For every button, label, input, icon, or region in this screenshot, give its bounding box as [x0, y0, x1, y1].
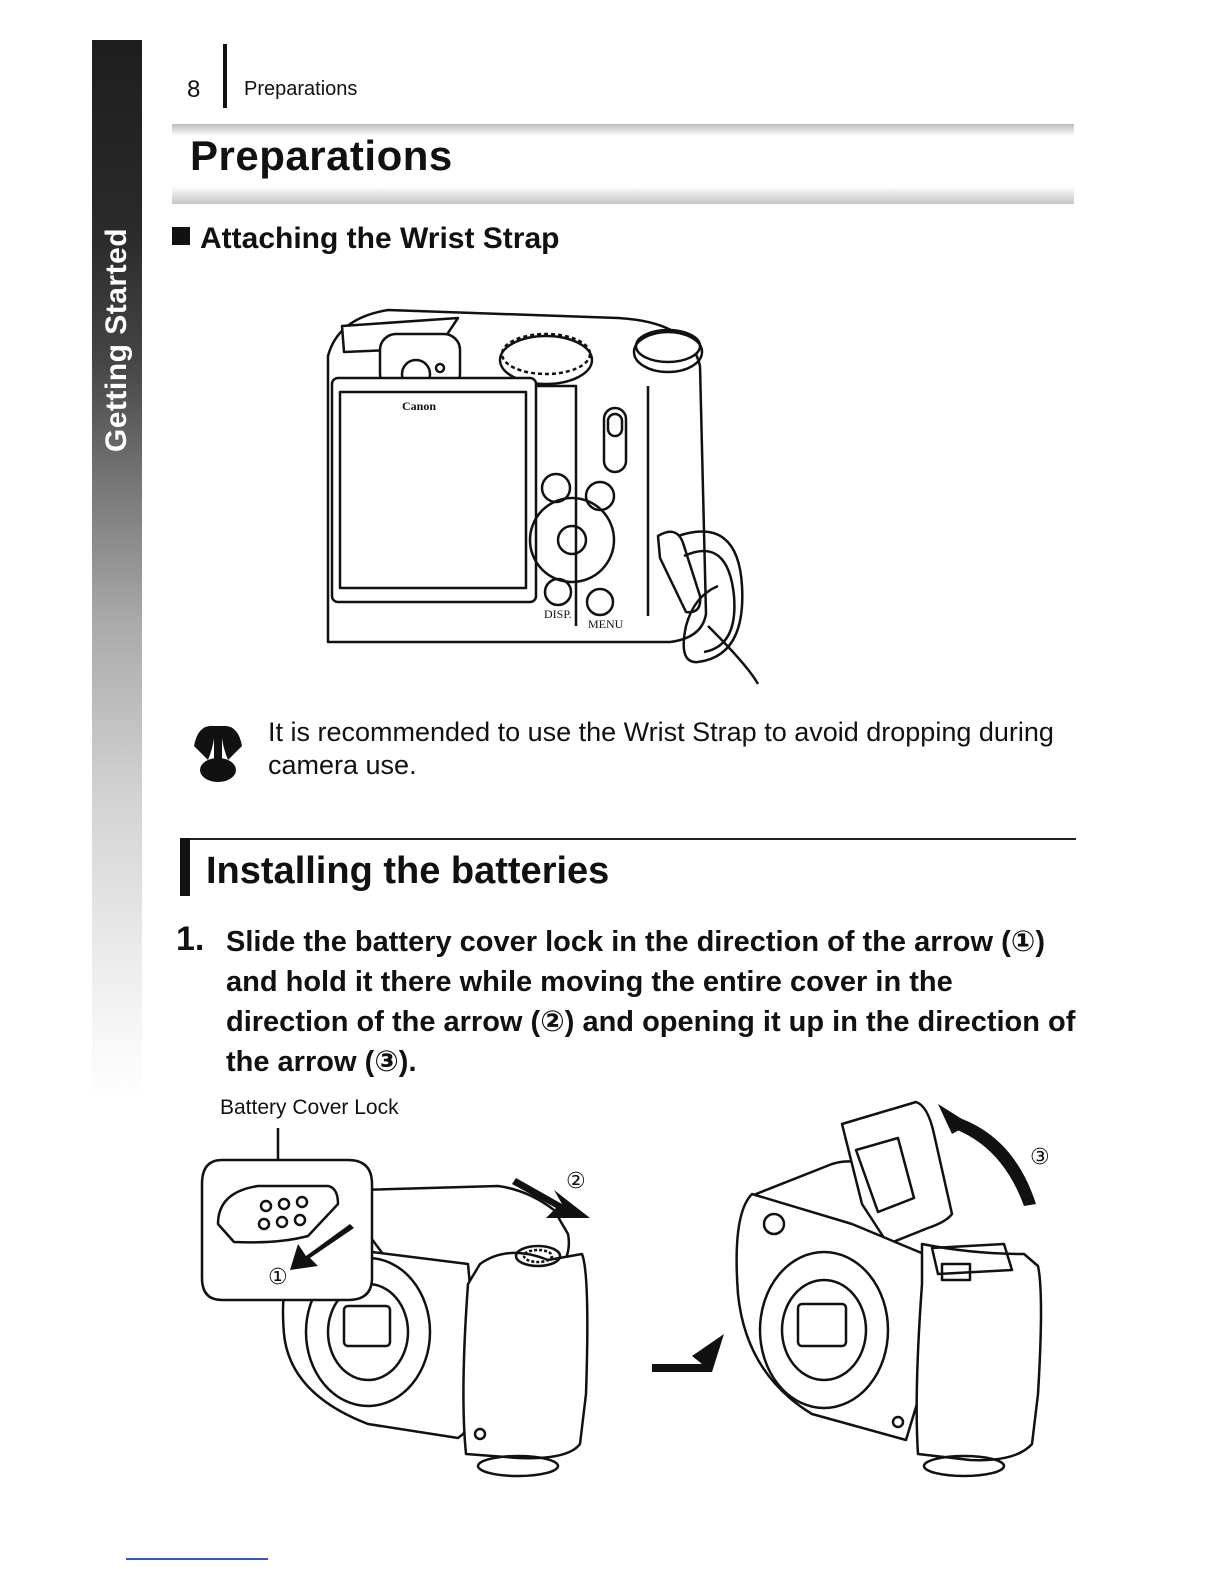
- disp-label: DISP.: [544, 607, 572, 621]
- caution-text: It is recommended to use the Wrist Strap…: [268, 717, 1054, 780]
- section-divider: [180, 838, 1076, 840]
- battery-cover-slide-illustration: ① ②: [200, 1128, 590, 1478]
- running-head: Preparations: [244, 78, 358, 100]
- camera-wrist-strap-illustration: Canon DISP. MENU: [326, 308, 760, 685]
- battery-cover-open-illustration: ③: [652, 1100, 1050, 1478]
- section-heading: Installing the batteries: [206, 850, 610, 892]
- page-number: 8: [187, 76, 201, 103]
- marker-three: ③: [1030, 1145, 1050, 1170]
- side-tab: Getting Started: [92, 40, 142, 1100]
- title-band: [172, 124, 1074, 204]
- footer-link-underline: [126, 1558, 268, 1560]
- side-tab-label: Getting Started: [100, 227, 133, 453]
- bullet-square-icon: [172, 227, 190, 245]
- subsection-title: Attaching the Wrist Strap: [200, 222, 560, 255]
- brand-logo-text: Canon: [402, 399, 436, 413]
- subsection-heading: Attaching the Wrist Strap: [172, 222, 559, 256]
- step-number: 1.: [176, 920, 205, 958]
- step-instruction: Slide the battery cover lock in the dire…: [226, 926, 1076, 1078]
- header-divider: [223, 44, 227, 108]
- page-title: Preparations: [190, 132, 453, 179]
- marker-two: ②: [566, 1169, 586, 1194]
- battery-cover-lock-label: Battery Cover Lock: [220, 1096, 399, 1119]
- section-marker-bar: [180, 838, 190, 896]
- caution-icon: [194, 725, 242, 782]
- menu-label: MENU: [588, 617, 624, 631]
- marker-one: ①: [268, 1265, 288, 1290]
